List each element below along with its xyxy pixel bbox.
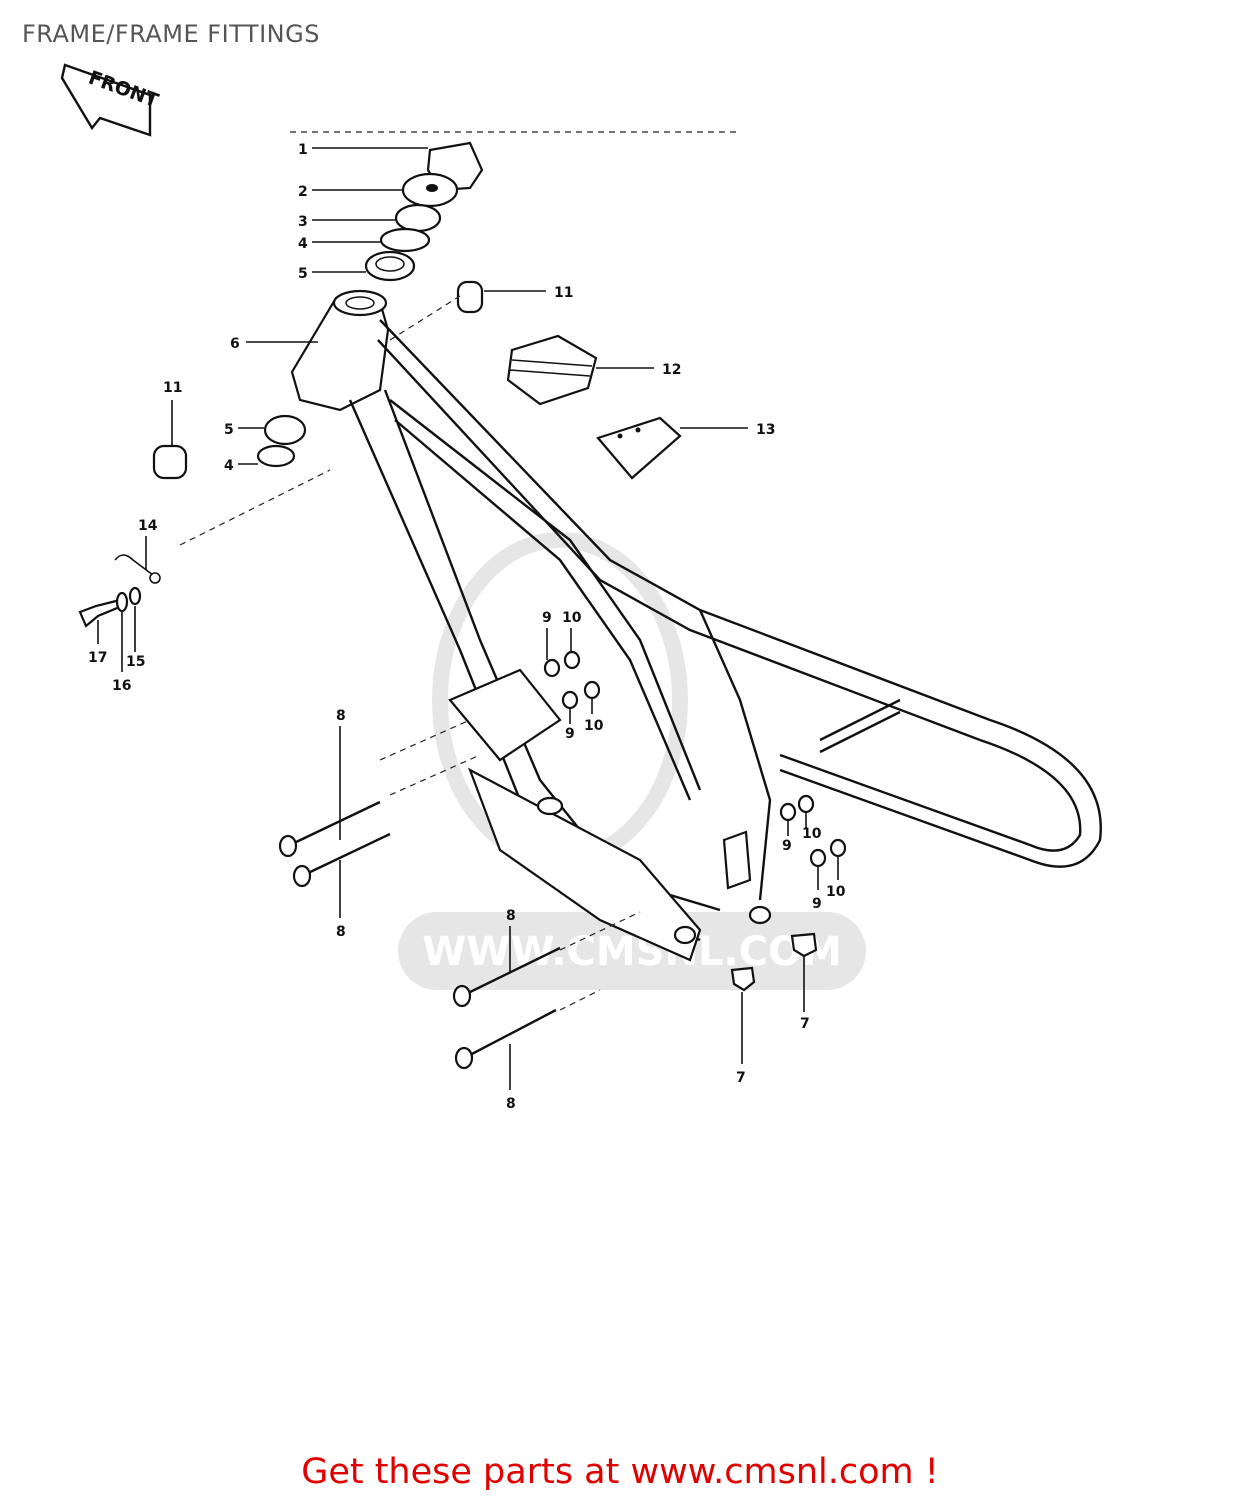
callout-5: 5 bbox=[224, 422, 234, 438]
callout-8: 8 bbox=[506, 1096, 516, 1112]
bracket-part bbox=[596, 416, 682, 480]
callout-9: 9 bbox=[565, 726, 575, 742]
bolts bbox=[278, 650, 847, 1070]
callout-8: 8 bbox=[336, 924, 346, 940]
callout-labels: 1 2 3 4 5 6 11 12 13 11 5 4 14 17 16 15 … bbox=[88, 142, 846, 1112]
callout-15: 15 bbox=[126, 654, 145, 670]
callout-9: 9 bbox=[542, 610, 552, 626]
left-parts bbox=[78, 414, 307, 628]
callout-8: 8 bbox=[336, 708, 346, 724]
callout-17: 17 bbox=[88, 650, 107, 666]
callout-4: 4 bbox=[298, 236, 308, 252]
callout-10: 10 bbox=[562, 610, 582, 626]
callout-7: 7 bbox=[800, 1016, 810, 1032]
watermark-text: WWW.CMSNL.COM bbox=[422, 929, 842, 975]
callout-7: 7 bbox=[736, 1070, 746, 1086]
callout-16: 16 bbox=[112, 678, 131, 694]
front-arrow-icon: FRONT bbox=[60, 63, 161, 137]
callout-10: 10 bbox=[802, 826, 822, 842]
footer-link[interactable]: Get these parts at www.cmsnl.com ! bbox=[301, 1452, 939, 1492]
steering-parts bbox=[364, 141, 484, 314]
callout-13: 13 bbox=[756, 422, 775, 438]
callout-2: 2 bbox=[298, 184, 308, 200]
regulator-part bbox=[506, 334, 598, 406]
page-title: FRAME/FRAME FITTINGS bbox=[22, 20, 320, 48]
callout-9: 9 bbox=[782, 838, 792, 854]
callout-3: 3 bbox=[298, 214, 308, 230]
callout-5: 5 bbox=[298, 266, 308, 282]
leader-lines bbox=[97, 147, 839, 1090]
callout-11: 11 bbox=[554, 285, 573, 301]
callout-9: 9 bbox=[812, 896, 822, 912]
callout-4: 4 bbox=[224, 458, 234, 474]
assembly-lines bbox=[179, 295, 641, 1011]
callout-10: 10 bbox=[826, 884, 846, 900]
callout-11: 11 bbox=[163, 380, 182, 396]
callout-8: 8 bbox=[506, 908, 516, 924]
callout-12: 12 bbox=[662, 362, 681, 378]
frame bbox=[290, 289, 1102, 962]
callout-1: 1 bbox=[298, 142, 308, 158]
callout-6: 6 bbox=[230, 336, 240, 352]
callout-10: 10 bbox=[584, 718, 604, 734]
callout-14: 14 bbox=[138, 518, 158, 534]
